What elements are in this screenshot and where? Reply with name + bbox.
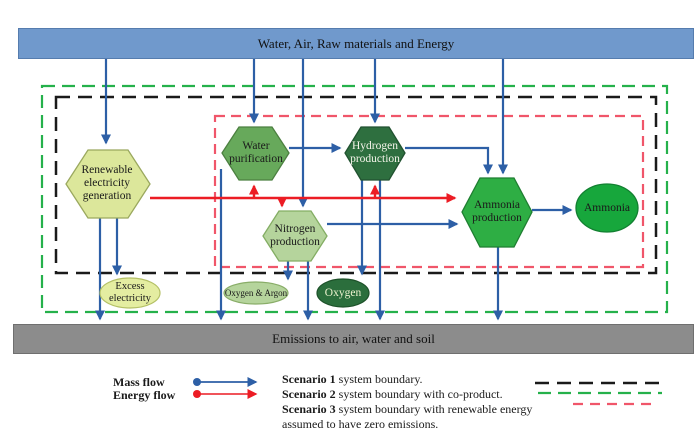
legend-boundary-samples [535,381,662,406]
water-node-hexagon [221,126,290,181]
legend-flow-samples [193,377,258,399]
oxygen-ellipse [316,278,370,308]
excess-electricity-ellipse [99,277,161,309]
renewable-node-hexagon [65,149,151,219]
scenario3-name: Scenario 3 [282,402,336,416]
flow-hydrogen-to-ammonia [405,146,493,175]
energy-flow-legend-label: Energy flow [113,388,176,402]
energy-flow-legend-dot [193,390,201,398]
scenario3-legend-text: Scenario 3 system boundary with renewabl… [282,402,552,432]
hydrogen-node-hexagon [344,126,406,181]
scenario1-boundary-box [54,95,658,275]
ammonia-product-ellipse [575,183,639,233]
ammonia-production-node-hexagon [461,177,533,248]
emissions-bar: Emissions to air, water and soil [13,324,694,354]
mass-flow-legend-label: Mass flow [113,375,165,389]
scenario1-legend-text: Scenario 1 system boundary. [282,372,552,387]
emissions-bar-label: Emissions to air, water and soil [272,331,435,346]
scenario3-boundary-box [213,114,645,269]
mass-flow-legend-dot [193,378,201,386]
scenario2-legend-text: Scenario 2 system boundary with co-produ… [282,387,552,402]
scenario3-desc: system boundary with renewable energy as… [282,402,533,431]
scenario2-desc: system boundary with co-product. [335,387,503,401]
scenario-legend: Scenario 1 system boundary. Scenario 2 s… [282,372,552,432]
oxygen-argon-ellipse [223,281,289,305]
scenario2-name: Scenario 2 [282,387,336,401]
scenario1-desc: system boundary. [335,372,423,386]
inputs-bar: Water, Air, Raw materials and Energy [18,28,694,59]
mass-flow-arrows [95,59,573,321]
scenario1-name: Scenario 1 [282,372,336,386]
inputs-bar-label: Water, Air, Raw materials and Energy [257,35,455,51]
energy-flow-arrows [150,184,457,208]
scenario2-boundary-box [40,84,669,314]
nitrogen-node-hexagon [262,210,328,262]
